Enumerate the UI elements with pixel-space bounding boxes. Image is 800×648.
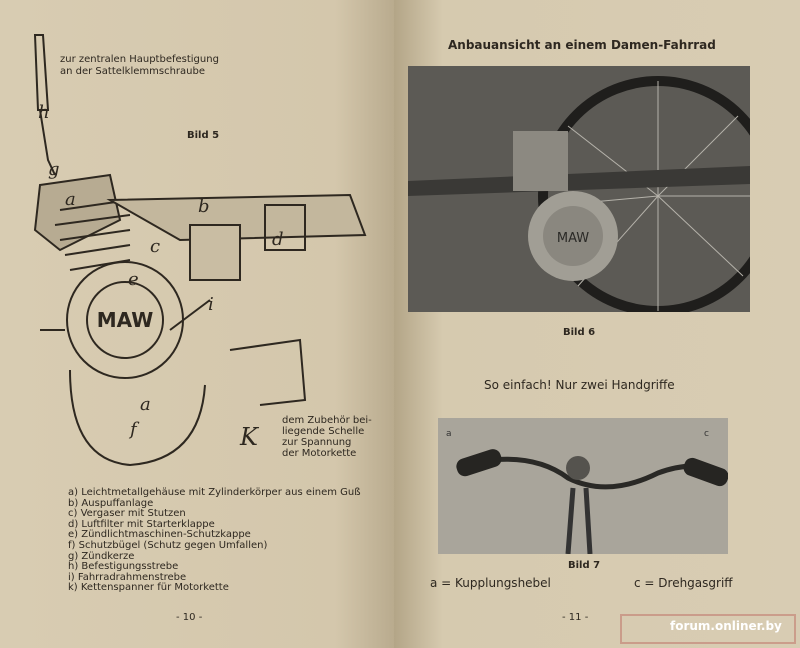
part-letter: f xyxy=(128,419,140,440)
figure6-label: Bild 6 xyxy=(563,327,596,338)
caption-kupplungshebel: a = Kupplungshebel xyxy=(430,576,551,590)
legend-item: k) Kettenspanner für Motorkette xyxy=(68,582,229,594)
part-letter: b xyxy=(198,196,210,217)
legend-item: g) Zündkerze xyxy=(68,550,135,562)
figure7-photo: a c xyxy=(438,418,728,554)
part-letter: c xyxy=(150,236,160,257)
legend-item: i) Fahrradrahmenstrebe xyxy=(68,571,187,583)
photo-label-a: a xyxy=(446,429,452,439)
part-letter: K xyxy=(239,423,260,451)
figure7-label: Bild 7 xyxy=(568,560,601,571)
photo-label-c: c xyxy=(704,429,709,439)
page-number-right: - 11 - xyxy=(562,612,589,623)
watermark: forum.onliner.by xyxy=(670,619,782,633)
part-letter: i xyxy=(208,294,214,315)
legend-item: c) Vergaser mit Stutzen xyxy=(68,508,186,520)
side-note-line: dem Zubehör bei- xyxy=(282,415,372,426)
page-number-left: - 10 - xyxy=(176,612,203,623)
legend-item: b) Auspuffanlage xyxy=(68,497,154,509)
part-letter: a xyxy=(140,394,151,415)
part-letter: e xyxy=(128,269,139,290)
parts-legend: a) Leichtmetallgehäuse mit Zylinderkörpe… xyxy=(68,487,361,594)
legend-item: h) Befestigungsstrebe xyxy=(68,561,179,573)
legend-item: e) Zündlichtmaschinen-Schutzkappe xyxy=(68,529,251,541)
subheading: So einfach! Nur zwei Handgriffe xyxy=(484,378,675,392)
part-letter: d xyxy=(272,229,284,250)
side-note-line: liegende Schelle xyxy=(282,426,365,437)
top-note-line2: an der Sattelklemmschraube xyxy=(60,66,206,77)
left-page: zur zentralen Hauptbefestigung an der Sa… xyxy=(0,0,394,648)
right-page: Anbauansicht an einem Damen-Fahrrad MAW … xyxy=(394,0,800,648)
top-note-line1: zur zentralen Hauptbefestigung xyxy=(60,54,219,65)
figure5-label: Bild 5 xyxy=(187,130,220,141)
caption-drehgasgriff: c = Drehgasgriff xyxy=(634,576,733,590)
part-letter: a xyxy=(65,189,76,210)
legend-item: d) Luftfilter mit Starterklappe xyxy=(68,518,215,530)
engine-drawing: MAW h g a b c d e i a f K xyxy=(33,34,367,467)
part-letter: g xyxy=(48,159,60,180)
photo-brand: MAW xyxy=(557,231,589,246)
engine-brand: MAW xyxy=(97,308,154,332)
part-letter: h xyxy=(38,102,50,123)
figure6-photo: MAW xyxy=(408,66,750,312)
side-note-line: zur Spannung xyxy=(282,437,352,448)
page-heading: Anbauansicht an einem Damen-Fahrrad xyxy=(448,38,716,52)
side-note-line: der Motorkette xyxy=(282,448,357,459)
legend-item: f) Schutzbügel (Schutz gegen Umfallen) xyxy=(68,539,268,551)
legend-item: a) Leichtmetallgehäuse mit Zylinderkörpe… xyxy=(68,487,361,498)
watermark-box xyxy=(620,614,796,644)
